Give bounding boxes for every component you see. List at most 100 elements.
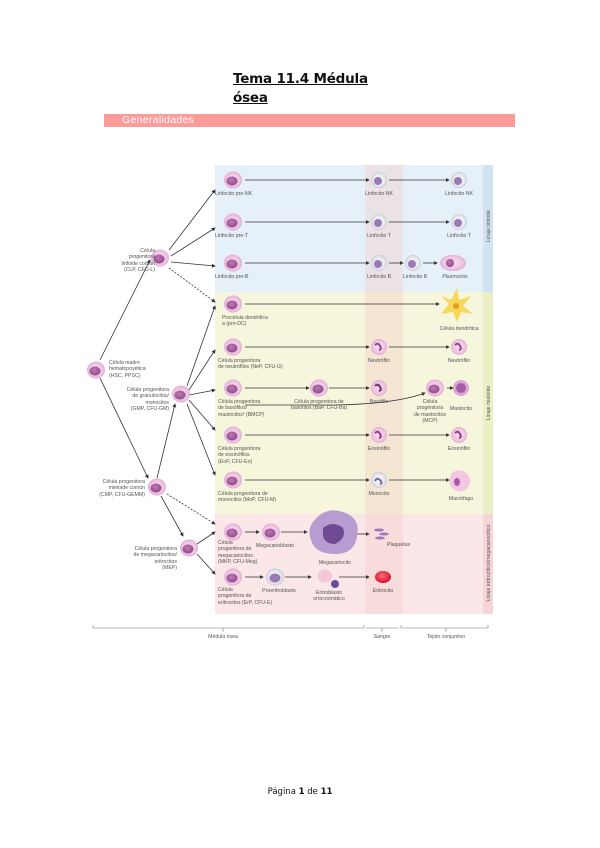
cell-mop xyxy=(224,471,242,489)
label-line: Célula progenitora xyxy=(134,546,177,552)
label-eop: Célula progenitora de eosinófilos (EoP, … xyxy=(218,446,260,465)
cell-pro-dc xyxy=(224,295,242,313)
label-line: (CLP, CFU-L) xyxy=(123,267,155,274)
label-mkp: Célula progenitora de megacariocitos (MK… xyxy=(218,540,257,566)
label-line: ortocromático xyxy=(313,596,345,603)
cell-bmcp xyxy=(224,379,242,397)
cell-plasma xyxy=(440,255,466,271)
label-line: (GMP, CFU-GM) xyxy=(130,406,169,413)
cell-proerythroblast xyxy=(266,568,284,586)
label-gmp: Célula progenitora de granulocitos/ mono… xyxy=(105,387,169,413)
label-line: (MKP, CFU-Meg) xyxy=(218,559,258,566)
label-line: mieloide común xyxy=(108,485,145,492)
cell-pre-nk xyxy=(224,171,242,189)
cell-eosinophil-blood xyxy=(371,427,387,443)
label-b-blood: Linfocito B xyxy=(366,274,392,280)
label-mop: Célula progenitora de monocitos (MoP, CF… xyxy=(218,491,276,504)
label-pro-dc: Procélula dendrítica a (pro-DC) xyxy=(222,315,268,328)
label-line: de eosinófilos xyxy=(218,452,250,459)
section-heading-bar: Generalidades xyxy=(104,114,515,127)
label-orthochromatic-erythroblast: Eritroblasto ortocromático xyxy=(313,590,344,603)
label-nk-tissue: Linfocito NK xyxy=(445,191,473,197)
label-line: de neutrófilos (NeP, CFU-G) xyxy=(218,364,283,371)
cell-erythrocyte xyxy=(375,571,391,583)
label-platelets: Plaquetas xyxy=(387,542,411,548)
label-line: Célula progenitora xyxy=(126,387,169,393)
label-line: linfoide común xyxy=(121,260,155,267)
cell-nep xyxy=(224,338,242,356)
myeloid-lineage-stripe xyxy=(483,292,493,514)
label-nep: Célula progenitora de neutrófilos (NeP, … xyxy=(218,358,283,371)
label-line: eritrocitos xyxy=(154,558,178,565)
label-pre-b: Linfocito pre-B xyxy=(215,274,249,280)
label-mep: Célula progenitora de megacariocitos/ er… xyxy=(115,546,177,572)
cell-pre-t xyxy=(224,213,242,231)
label-line: hematopoyética xyxy=(109,366,146,373)
label-t-blood: Linfocito T xyxy=(367,233,391,239)
label-line: megacariocitos xyxy=(218,552,253,559)
label-macrophage: Macrófago xyxy=(448,496,474,502)
label-b-tissue: Linfocito B xyxy=(402,274,428,280)
cell-mcp xyxy=(426,379,444,397)
label-line: Célula xyxy=(218,540,233,546)
label-mcp: Célula progenitora de mastocitos (MCP) xyxy=(414,399,446,425)
label-line: (MEP) xyxy=(162,565,177,572)
cell-neutrophil-tissue xyxy=(451,339,467,355)
cell-mep xyxy=(180,539,198,557)
cell-megakaryocyte xyxy=(309,510,358,554)
label-line: (MCP) xyxy=(422,418,438,425)
cell-eop xyxy=(224,426,242,444)
cell-gmp xyxy=(172,385,190,403)
label-line: Célula progenitora xyxy=(218,358,261,364)
cell-b-blood xyxy=(371,255,387,271)
cell-cmp xyxy=(148,478,166,496)
cell-t-blood xyxy=(371,214,387,230)
cell-clp xyxy=(151,249,169,267)
compartment-blood: Sangre xyxy=(373,634,391,640)
label-proerythroblast: Proeritroblasto xyxy=(262,588,296,594)
compartment-connective-tissue: Tejido conjuntivo xyxy=(426,634,466,640)
footer-separator: de xyxy=(307,787,318,797)
myeloid-lineage-panel xyxy=(215,292,493,514)
label-line: Célula xyxy=(140,248,155,254)
label-line: Procélula dendrítica xyxy=(222,315,268,321)
label-plasma: Plasmocito xyxy=(442,274,468,280)
label-pre-t: Linfocito pre-T xyxy=(215,233,249,239)
label-megakaryoblast: Megacarioblasto xyxy=(255,543,295,549)
label-t-tissue: Linfocito T xyxy=(447,233,471,239)
label-monocyte: Monocito xyxy=(368,491,390,497)
cell-t-tissue xyxy=(451,214,467,230)
erythroid-lineage-stripe xyxy=(483,514,493,614)
label-line: Célula progenitora de xyxy=(218,491,268,497)
label-erythrocyte: Eritrocito xyxy=(372,588,394,594)
cell-basophil xyxy=(371,380,387,396)
cell-b-tissue xyxy=(405,255,421,271)
cell-eosinophil-tissue xyxy=(451,427,467,443)
cell-megakaryoblast xyxy=(262,523,280,541)
label-pre-nk: Linfocito pre-NK xyxy=(215,191,253,197)
label-cmp: Célula progenitora mieloide común (CMP, … xyxy=(85,479,145,498)
label-line: Eritroblasto xyxy=(315,590,343,596)
label-line: Célula xyxy=(218,587,233,593)
label-line: progenitora de xyxy=(218,593,252,600)
lineage-lymphoid-label: Linaje linfoide xyxy=(486,210,492,242)
label-line: progenitora xyxy=(416,405,444,412)
label-clp: Célula progenitora linfoide común (CLP, … xyxy=(95,248,155,274)
label-line: (CMP, CFU-GEMM) xyxy=(99,491,145,498)
section-heading: Generalidades xyxy=(122,114,195,126)
label-line: mastocitos² (BMCP) xyxy=(218,411,265,418)
lymphoid-lineage-stripe xyxy=(483,165,493,292)
label-nk-blood: Linfocito NK xyxy=(365,191,393,197)
label-line: de megacariocitos/ xyxy=(133,552,177,559)
cell-nk-blood xyxy=(371,172,387,188)
footer-prefix: Página xyxy=(267,787,296,797)
label-eosinophil-tissue: Eosinófilo xyxy=(447,446,471,452)
cell-neutrophil-blood xyxy=(371,339,387,355)
label-megakaryocyte: Megacariocito xyxy=(318,560,352,566)
label-line: (HSC, PPSC) xyxy=(109,372,141,379)
label-line: Célula progenitora xyxy=(218,446,261,452)
label-line: progenitora de xyxy=(218,546,252,553)
cell-nk-tissue xyxy=(451,172,467,188)
label-hsc: Célula madre hematopoyética (HSC, PPSC) xyxy=(109,360,146,379)
label-line: Célula madre xyxy=(109,360,140,366)
